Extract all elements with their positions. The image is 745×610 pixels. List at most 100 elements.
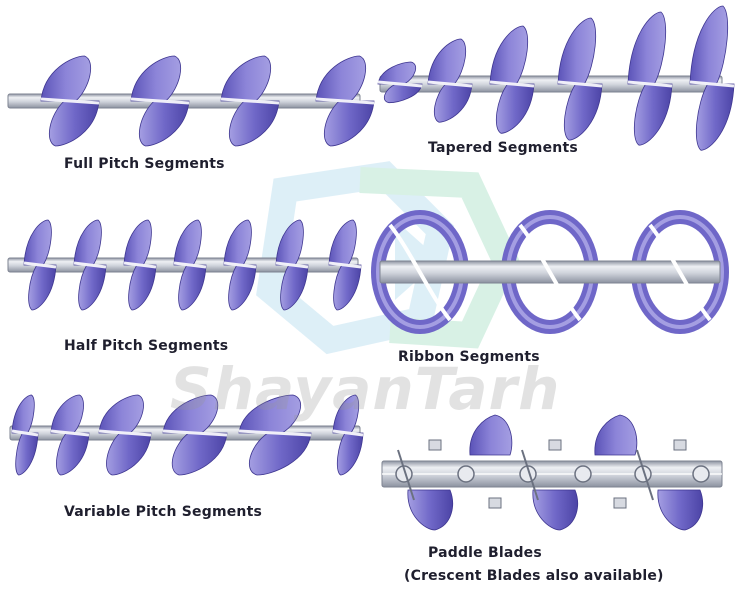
panel-variable-pitch: [9, 394, 364, 476]
paddle-rod: [521, 449, 539, 501]
panel-ribbon: [371, 210, 729, 334]
paddle-blade: [469, 414, 513, 456]
ribbon-edge: [388, 223, 452, 322]
bolt-boss: [574, 465, 592, 483]
ribbon-edge: [648, 223, 712, 322]
flight-blade: [427, 38, 467, 85]
bolt-head: [488, 497, 502, 509]
flight-blade: [56, 432, 90, 476]
flight-blade: [228, 264, 257, 311]
flight-edge: [220, 97, 280, 105]
flight-blade: [377, 61, 417, 85]
flight-blade: [78, 264, 107, 311]
flight-blade: [223, 219, 252, 266]
flight-edge: [50, 429, 90, 437]
flight-edge: [173, 261, 207, 269]
flight-blade: [11, 394, 35, 434]
paddle-blade: [532, 489, 578, 531]
caption-paddle: Paddle Blades: [428, 545, 542, 561]
flight-blade: [173, 219, 202, 266]
flight-blade: [228, 100, 280, 147]
flight-edge: [332, 429, 364, 437]
flight-edge: [328, 261, 362, 269]
flight-blade: [275, 219, 304, 266]
flight-blade: [280, 264, 309, 311]
flight-blade: [220, 55, 272, 102]
flight-edge: [627, 80, 673, 88]
flight-blade: [73, 219, 102, 266]
flight-edge: [557, 80, 603, 88]
bolt-head: [673, 439, 687, 451]
flight-blade: [128, 264, 157, 311]
caption-ribbon: Ribbon Segments: [398, 349, 540, 365]
flight-edge: [489, 80, 535, 88]
flight-edge: [98, 429, 152, 437]
flight-edge: [73, 261, 107, 269]
flight-blade: [178, 264, 207, 311]
caption-full-pitch: Full Pitch Segments: [64, 156, 225, 172]
flight-blade: [48, 100, 100, 147]
flight-blade: [433, 83, 473, 123]
flight-blade: [130, 55, 182, 102]
flight-blade: [633, 83, 673, 146]
flight-blade: [689, 5, 729, 85]
caption-paddle-sub: (Crescent Blades also available): [404, 568, 664, 584]
flight-blade: [138, 100, 190, 147]
watermark-text: ShayanTarh: [170, 355, 561, 423]
flight-blade: [238, 394, 302, 434]
caption-half-pitch: Half Pitch Segments: [64, 338, 229, 354]
caption-tapered: Tapered Segments: [428, 140, 578, 156]
ribbon-edge: [518, 223, 582, 322]
flight-blade: [248, 432, 312, 476]
flight-edge: [162, 429, 228, 437]
flight-edge: [315, 97, 375, 105]
flight-blade: [336, 432, 364, 476]
flight-edge: [377, 80, 423, 88]
flight-blade: [627, 11, 667, 85]
flight-edge: [427, 80, 473, 88]
flight-blade: [106, 432, 152, 476]
bolt-head: [613, 497, 627, 509]
panel-full-pitch: [7, 55, 375, 147]
flight-blade: [162, 394, 219, 434]
flight-blade: [323, 100, 375, 147]
flight-edge: [238, 429, 312, 437]
flight-blade: [50, 394, 84, 434]
flight-blade: [383, 83, 423, 104]
flight-blade: [28, 264, 57, 311]
flight-edge: [123, 261, 157, 269]
flight-blade: [332, 394, 360, 434]
flight-blade: [171, 432, 228, 476]
flight-blade: [563, 83, 603, 141]
bolt-boss: [457, 465, 475, 483]
flight-edge: [223, 261, 257, 269]
flight-edge: [40, 97, 100, 105]
flight-edge: [689, 80, 735, 88]
paddle-blade: [407, 489, 453, 531]
flight-blade: [40, 55, 92, 102]
paddle-rod: [397, 449, 415, 501]
paddle-rod: [636, 449, 654, 501]
paddle-blade: [594, 414, 638, 456]
panel-tapered: [377, 5, 735, 151]
flight-blade: [98, 394, 144, 434]
flight-blade: [23, 219, 52, 266]
flight-blade: [495, 83, 535, 134]
paddle-blade: [657, 489, 703, 531]
flight-blade: [328, 219, 357, 266]
flight-blade: [333, 264, 362, 311]
caption-variable-pitch: Variable Pitch Segments: [64, 504, 263, 520]
bolt-head: [428, 439, 442, 451]
bolt-boss: [692, 465, 710, 483]
flight-blade: [315, 55, 367, 102]
flight-blade: [15, 432, 39, 476]
panel-half-pitch: [7, 219, 362, 311]
flight-blade: [557, 17, 597, 85]
flight-edge: [130, 97, 190, 105]
flight-blade: [489, 25, 529, 85]
panel-paddle: [381, 414, 723, 531]
flight-blade: [695, 83, 735, 151]
flight-edge: [23, 261, 57, 269]
flight-blade: [123, 219, 152, 266]
